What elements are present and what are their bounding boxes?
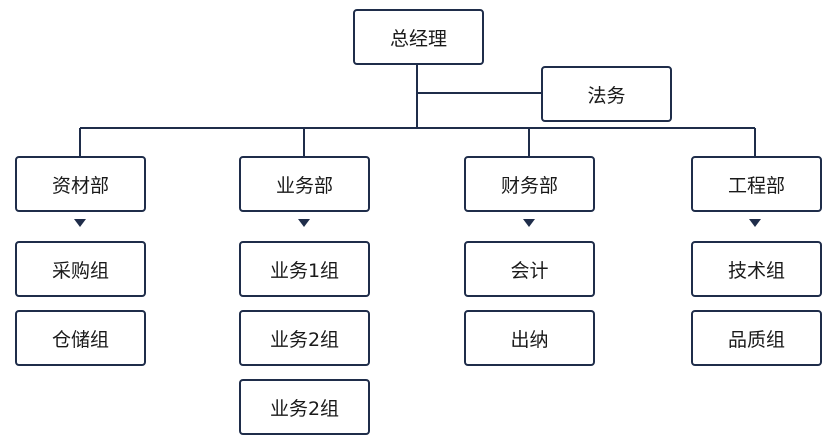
node-department: 工程部	[691, 156, 822, 212]
node-legal: 法务	[541, 66, 672, 122]
arrow-down-icon	[298, 219, 310, 227]
node-team: 会计	[464, 241, 595, 297]
node-team: 业务2组	[239, 379, 370, 435]
node-department: 业务部	[239, 156, 370, 212]
node-team: 技术组	[691, 241, 822, 297]
node-team: 业务1组	[239, 241, 370, 297]
node-team: 采购组	[15, 241, 146, 297]
node-department: 资材部	[15, 156, 146, 212]
node-team: 仓储组	[15, 310, 146, 366]
arrow-down-icon	[523, 219, 535, 227]
node-department: 财务部	[464, 156, 595, 212]
node-team: 业务2组	[239, 310, 370, 366]
arrow-down-icon	[749, 219, 761, 227]
arrow-down-icon	[74, 219, 86, 227]
node-team: 品质组	[691, 310, 822, 366]
node-general-manager: 总经理	[353, 9, 484, 65]
node-team: 出纳	[464, 310, 595, 366]
